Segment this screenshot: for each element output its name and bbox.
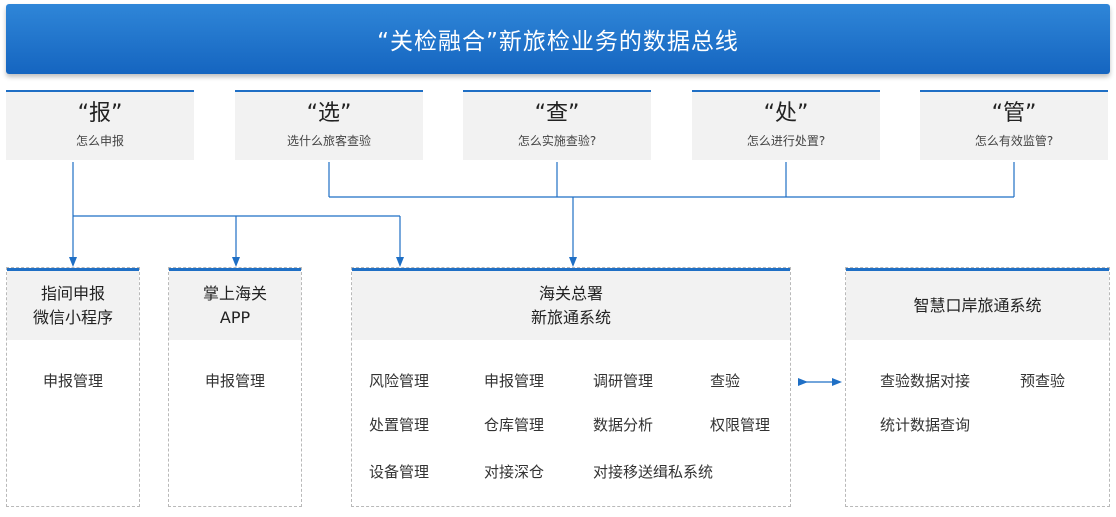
system-header: 海关总署 新旅通系统: [352, 268, 790, 340]
step-label: “报”: [77, 101, 123, 126]
function-item: 风险管理: [369, 372, 430, 390]
function-item: 统计数据查询: [880, 416, 971, 434]
function-item: 查验数据对接: [880, 372, 971, 390]
system-title-line: APP: [219, 307, 251, 327]
step-box-handle: “处” 怎么进行处置?: [692, 90, 880, 160]
step-box-inspect: “查” 怎么实施查验?: [463, 90, 651, 160]
step-box-select: “选” 选什么旅客查验: [235, 90, 423, 160]
system-title-line: 掌上海关: [202, 283, 267, 303]
system-title-line: 指间申报: [40, 283, 105, 303]
system-box-customs-app: 掌上海关 APP 申报管理: [168, 267, 302, 507]
step-description: 怎么实施查验?: [517, 134, 597, 148]
system-header: 掌上海关 APP: [169, 268, 301, 340]
function-item: 处置管理: [369, 416, 430, 434]
system-box-smart-port: 智慧口岸旅通系统 查验数据对接 预查验 统计数据查询: [845, 267, 1110, 507]
system-title-line: 微信小程序: [32, 307, 113, 327]
title-banner: “关检融合”新旅检业务的数据总线: [6, 4, 1110, 74]
function-item: 仓库管理: [484, 416, 545, 434]
step-description: 怎么进行处置?: [746, 134, 826, 148]
function-item: 权限管理: [710, 416, 771, 434]
function-item: 申报管理: [205, 372, 266, 390]
diagram-title: “关检融合”新旅检业务的数据总线: [377, 29, 739, 55]
function-item: 对接深仓: [484, 463, 545, 481]
step-description: 怎么有效监管?: [974, 134, 1054, 148]
function-item: 申报管理: [43, 372, 104, 390]
step-description: 怎么申报: [75, 134, 124, 148]
function-item: 查验: [710, 372, 741, 390]
step-label: “查”: [534, 101, 580, 126]
step-box-report: “报” 怎么申报: [6, 90, 194, 160]
function-item: 调研管理: [593, 372, 654, 390]
function-item: 对接移送缉私系统: [593, 463, 714, 481]
function-item: 预查验: [1020, 372, 1066, 390]
function-item: 申报管理: [484, 372, 545, 390]
step-description: 选什么旅客查验: [286, 134, 371, 148]
step-label: “处”: [763, 101, 809, 126]
step-label: “管”: [991, 101, 1037, 126]
step-box-supervise: “管” 怎么有效监管?: [920, 90, 1108, 160]
function-item: 数据分析: [593, 416, 654, 434]
function-item: 设备管理: [369, 463, 430, 481]
system-box-customs-new-travel: 海关总署 新旅通系统 风险管理 申报管理 调研管理 查验 处置管理 仓库管理 数…: [351, 267, 791, 507]
step-label: “选”: [306, 101, 352, 126]
system-header: 指间申报 微信小程序: [7, 268, 139, 340]
system-title-line: 新旅通系统: [530, 307, 611, 327]
system-title-line: 海关总署: [538, 283, 603, 303]
system-box-wechat-miniprogram: 指间申报 微信小程序 申报管理: [6, 267, 140, 507]
system-header: 智慧口岸旅通系统: [846, 268, 1109, 340]
system-title-line: 智慧口岸旅通系统: [913, 295, 1042, 315]
